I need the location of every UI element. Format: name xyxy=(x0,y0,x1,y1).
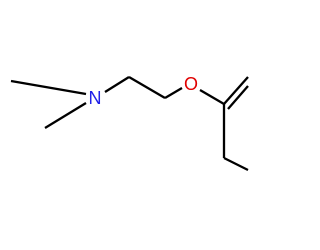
nitrogen-atom-label: N xyxy=(89,88,102,108)
bonds xyxy=(10,76,249,172)
bond-ch2-ch2 xyxy=(128,76,166,99)
bond-n-ch2 xyxy=(104,76,130,93)
bond-ch2-o xyxy=(164,87,183,99)
oxygen-atom-label: O xyxy=(184,74,198,94)
bond-ring-c5-c4 xyxy=(223,156,249,172)
bond-n-methyl-lower xyxy=(44,102,87,129)
bond-ring-c1-c2 xyxy=(223,76,249,105)
bond-o-ring xyxy=(199,89,225,105)
molecule-structure-diagram: N O xyxy=(10,74,249,172)
bond-n-methyl-upper xyxy=(10,79,87,96)
atom-labels: N O xyxy=(89,74,199,108)
bond-ring-c1-c2-double xyxy=(227,85,249,110)
